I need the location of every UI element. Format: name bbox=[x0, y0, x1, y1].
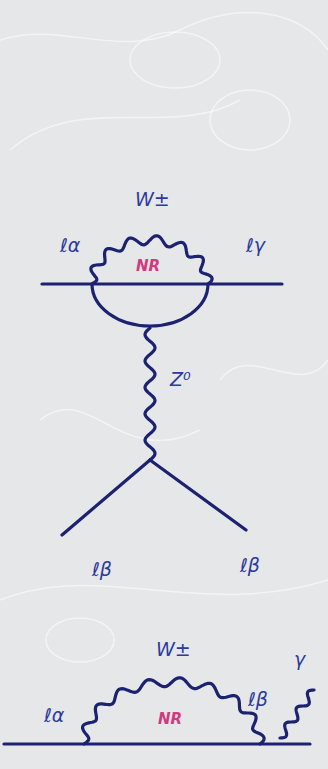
lepton-line bbox=[42, 282, 282, 285]
w-boson-label: W± bbox=[156, 640, 191, 659]
lepton-label: ℓβ bbox=[248, 690, 268, 709]
lepton-label: ℓα bbox=[44, 706, 64, 725]
neutrino-label: NR bbox=[158, 712, 182, 727]
photon-label: γ bbox=[294, 650, 305, 669]
lepton-line bbox=[4, 742, 310, 745]
boson-line bbox=[280, 690, 314, 738]
w-boson-label: W± bbox=[135, 190, 170, 209]
boson-line bbox=[145, 328, 155, 460]
lepton-label: ℓα bbox=[60, 236, 80, 255]
background-tracks bbox=[0, 13, 328, 662]
lepton-label: ℓγ bbox=[246, 236, 265, 255]
lepton-label: ℓβ bbox=[92, 560, 112, 579]
particle-lines bbox=[4, 236, 314, 744]
lepton-label: ℓβ bbox=[240, 556, 260, 575]
z-boson-label: Z⁰ bbox=[170, 370, 191, 389]
boson-line bbox=[83, 678, 265, 744]
lepton-line bbox=[150, 460, 246, 530]
neutrino-label: NR bbox=[136, 259, 160, 274]
lepton-line bbox=[62, 460, 150, 535]
neutrino-arc bbox=[92, 284, 208, 326]
boson-line bbox=[91, 236, 212, 284]
